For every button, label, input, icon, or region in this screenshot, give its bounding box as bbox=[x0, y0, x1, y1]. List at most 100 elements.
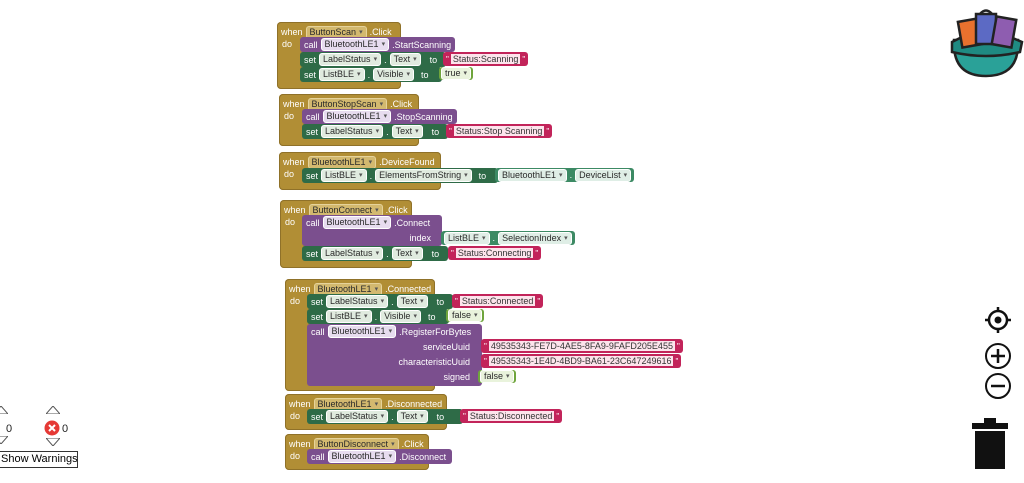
text-block-characteristic-uuid[interactable]: " 49535343-1E4D-4BD9-BA61-23C647249616 " bbox=[481, 354, 682, 368]
to-label: to bbox=[436, 411, 445, 422]
set-label: set bbox=[306, 170, 319, 181]
text-block-service-uuid[interactable]: " 49535343-FE7D-4AE5-8FA9-9FAFD205E455 " bbox=[481, 339, 683, 353]
do-label: do bbox=[290, 296, 301, 306]
property-dropdown[interactable]: SelectionIndex bbox=[498, 231, 572, 245]
to-label: to bbox=[420, 69, 429, 80]
text-value[interactable]: 49535343-FE7D-4AE5-8FA9-9FAFD205E455 bbox=[488, 341, 675, 351]
event-name: .Click bbox=[401, 439, 424, 449]
component-dropdown[interactable]: ListBLE bbox=[319, 68, 365, 81]
show-warnings-button[interactable]: Show Warnings bbox=[0, 451, 78, 468]
set-label: set bbox=[311, 311, 324, 322]
zoom-in-icon[interactable] bbox=[984, 342, 1012, 370]
property-dropdown[interactable]: Visible bbox=[373, 68, 414, 81]
logic-block-true[interactable]: true bbox=[439, 67, 474, 80]
call-block-stopscanning[interactable]: call BluetoothLE1 .StopScanning bbox=[302, 109, 457, 124]
component-dropdown[interactable]: LabelStatus bbox=[319, 53, 382, 66]
to-label: to bbox=[431, 126, 440, 137]
when-label: when bbox=[289, 439, 311, 449]
text-value[interactable]: Status:Connecting bbox=[455, 248, 534, 258]
text-block-status-stop-scanning[interactable]: " Status:Stop Scanning " bbox=[446, 124, 553, 138]
component-dropdown[interactable]: BluetoothLE1 bbox=[313, 397, 383, 411]
set-label: set bbox=[311, 411, 324, 422]
to-label: to bbox=[427, 311, 436, 322]
property-dropdown[interactable]: Text bbox=[389, 53, 421, 66]
property-dropdown[interactable]: ElementsFromString bbox=[375, 169, 472, 182]
property-dropdown[interactable]: Visible bbox=[380, 310, 421, 323]
property-dropdown[interactable]: Text bbox=[396, 410, 428, 423]
component-dropdown[interactable]: LabelStatus bbox=[326, 295, 389, 308]
component-dropdown[interactable]: BluetoothLE1 bbox=[307, 155, 377, 169]
set-block-listble-visible[interactable]: set ListBLE . Visible to bbox=[300, 67, 442, 82]
text-value[interactable]: 49535343-1E4D-4BD9-BA61-23C647249616 bbox=[488, 356, 674, 366]
target-icon[interactable] bbox=[984, 306, 1012, 334]
text-value[interactable]: Status:Connected bbox=[459, 296, 536, 306]
zoom-out-icon[interactable] bbox=[984, 372, 1012, 400]
component-dropdown[interactable]: ListBLE bbox=[444, 231, 490, 245]
set-block-listble-elementsfromstring[interactable]: set ListBLE . ElementsFromString to bbox=[302, 168, 498, 183]
text-value[interactable]: Status:Scanning bbox=[450, 54, 521, 64]
text-block-status-scanning[interactable]: " Status:Scanning " bbox=[443, 52, 529, 66]
when-label: when bbox=[283, 99, 305, 109]
to-label: to bbox=[436, 296, 445, 307]
call-block-disconnect[interactable]: call BluetoothLE1 .Disconnect bbox=[307, 449, 452, 464]
logic-block-false[interactable]: false bbox=[478, 370, 516, 383]
set-block-labelstatus-text[interactable]: set LabelStatus . Text to bbox=[300, 52, 446, 67]
error-count: 0 bbox=[62, 423, 69, 435]
getter-block-selectionindex[interactable]: ListBLE . SelectionIndex bbox=[441, 231, 575, 245]
set-block-labelstatus-text[interactable]: set LabelStatus . Text to bbox=[302, 246, 448, 261]
set-block-labelstatus-text[interactable]: set LabelStatus . Text to bbox=[302, 124, 448, 139]
set-label: set bbox=[304, 54, 317, 65]
to-label: to bbox=[429, 54, 438, 65]
arg-label-serviceuuid: serviceUuid bbox=[422, 342, 470, 352]
error-prev-icon[interactable] bbox=[46, 406, 60, 414]
boolean-dropdown[interactable]: false bbox=[448, 309, 482, 322]
component-dropdown[interactable]: BluetoothLE1 bbox=[320, 38, 390, 51]
error-icon bbox=[44, 420, 60, 436]
set-block-listble-visible[interactable]: set ListBLE . Visible to bbox=[307, 309, 449, 324]
getter-block-devicelist[interactable]: BluetoothLE1 . DeviceList bbox=[495, 168, 635, 182]
do-label: do bbox=[285, 217, 296, 227]
property-dropdown[interactable]: DeviceList bbox=[575, 168, 632, 182]
call-block-connect[interactable]: call BluetoothLE1 .Connect index bbox=[302, 215, 442, 246]
text-value[interactable]: Status:Disconnected bbox=[467, 411, 555, 421]
error-next-icon[interactable] bbox=[46, 438, 60, 446]
trash-icon[interactable] bbox=[972, 418, 1008, 470]
property-dropdown[interactable]: Text bbox=[391, 247, 423, 260]
boolean-dropdown[interactable]: false bbox=[480, 370, 514, 383]
logic-block-false[interactable]: false bbox=[446, 309, 484, 322]
backpack-icon[interactable] bbox=[946, 6, 1024, 78]
component-dropdown[interactable]: LabelStatus bbox=[321, 125, 384, 138]
component-dropdown[interactable]: BluetoothLE1 bbox=[322, 110, 392, 123]
set-block-labelstatus-text[interactable]: set LabelStatus . Text to bbox=[307, 294, 453, 309]
call-label: call bbox=[306, 217, 320, 228]
set-block-labelstatus-text[interactable]: set LabelStatus . Text to bbox=[307, 409, 463, 424]
text-block-status-connected[interactable]: " Status:Connected " bbox=[452, 294, 544, 308]
method-name: .RegisterForBytes bbox=[399, 326, 472, 337]
text-value[interactable]: Status:Stop Scanning bbox=[453, 126, 545, 136]
call-block-startscanning[interactable]: call BluetoothLE1 .StartScanning bbox=[300, 37, 455, 52]
boolean-dropdown[interactable]: true bbox=[441, 67, 472, 80]
component-dropdown[interactable]: LabelStatus bbox=[321, 247, 384, 260]
property-dropdown[interactable]: Text bbox=[391, 125, 423, 138]
warning-next-icon[interactable] bbox=[0, 436, 8, 444]
component-dropdown[interactable]: BluetoothLE1 bbox=[322, 216, 392, 229]
method-name: .StartScanning bbox=[392, 39, 452, 50]
set-label: set bbox=[306, 248, 319, 259]
text-block-status-disconnected[interactable]: " Status:Disconnected " bbox=[460, 409, 563, 423]
method-name: .StopScanning bbox=[394, 111, 453, 122]
method-name: .Disconnect bbox=[399, 451, 447, 462]
warning-prev-icon[interactable] bbox=[0, 406, 8, 414]
component-dropdown[interactable]: ListBLE bbox=[326, 310, 372, 323]
component-dropdown[interactable]: ListBLE bbox=[321, 169, 367, 182]
component-dropdown[interactable]: BluetoothLE1 bbox=[327, 450, 397, 463]
arg-label-signed: signed bbox=[443, 372, 470, 382]
event-name: .Connected bbox=[385, 284, 432, 294]
component-dropdown[interactable]: BluetoothLE1 bbox=[327, 325, 397, 338]
component-dropdown[interactable]: LabelStatus bbox=[326, 410, 389, 423]
warnings-indicator: 0 0 bbox=[0, 404, 90, 474]
component-dropdown[interactable]: BluetoothLE1 bbox=[498, 168, 567, 182]
call-block-registerforbytes[interactable]: call BluetoothLE1 .RegisterForBytes serv… bbox=[307, 324, 482, 386]
property-dropdown[interactable]: Text bbox=[396, 295, 428, 308]
text-block-status-connecting[interactable]: " Status:Connecting " bbox=[448, 246, 542, 260]
